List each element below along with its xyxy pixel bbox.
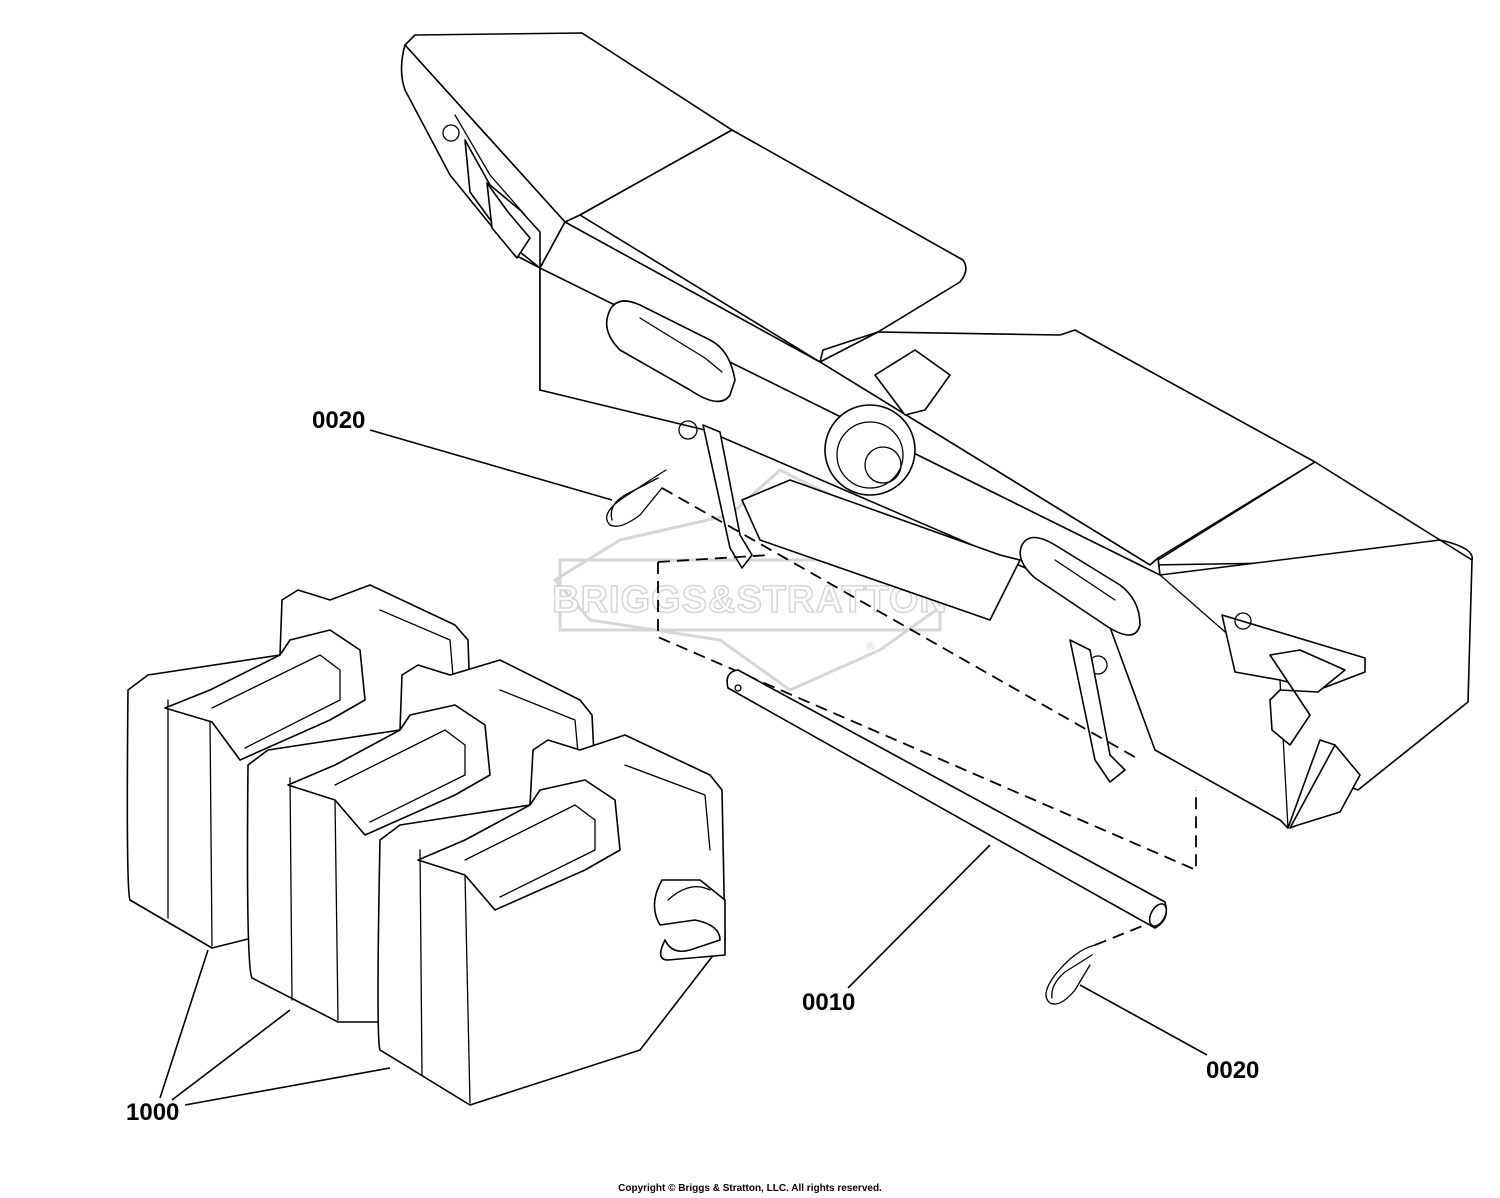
leader-1000-a: [159, 949, 209, 1099]
suitcase-weight-front[interactable]: [377, 734, 726, 1106]
watermark-logo: BRIGGS&STRATTON ®: [551, 468, 953, 692]
pin-to-clip-dash: [1094, 924, 1146, 946]
leader-1000-c: [184, 1067, 391, 1106]
hairpin-clip-top-part-0020[interactable]: [606, 469, 667, 527]
watermark-registered-mark: ®: [866, 641, 874, 653]
hitch-pin-part-0010[interactable]: [726, 669, 1170, 929]
hairpin-clip-bottom-part-0020[interactable]: [1045, 944, 1096, 1005]
copyright-footer: Copyright © Briggs & Stratton, LLC. All …: [618, 1183, 882, 1194]
callout-1000: 1000: [126, 1099, 179, 1126]
callout-0020-bottom: 0020: [1206, 1057, 1259, 1084]
callout-0010: 0010: [802, 989, 855, 1016]
leader-1000-b: [171, 1009, 291, 1101]
assembly-lines: [657, 487, 1197, 946]
leader-lines: [159, 429, 1208, 1106]
watermark-text: BRIGGS&STRATTON: [552, 579, 948, 621]
leader-0020-top: [369, 429, 613, 501]
callout-0020-top: 0020: [312, 407, 365, 434]
leader-0020-bottom: [1079, 984, 1208, 1056]
pin-path-box-dash: [657, 554, 1197, 872]
bumper-bracket: [400, 32, 1473, 829]
leader-0010: [847, 844, 991, 989]
clip-to-bracket-dash: [661, 487, 1141, 761]
